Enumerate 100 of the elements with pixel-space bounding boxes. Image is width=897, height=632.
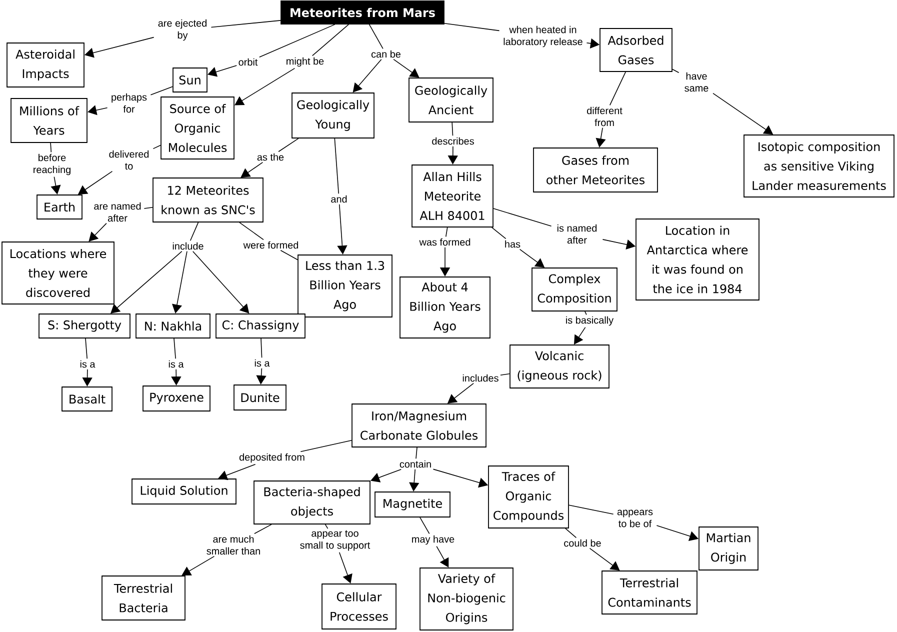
linking-phrase: orbit [238,58,258,66]
connector-line [444,23,500,32]
concept-box: Gases from other Meteorites [533,148,658,192]
connector-line [254,524,272,534]
connector-line [278,138,299,152]
concept-box: Traces of Organic Compounds [488,466,569,528]
connector-line [368,24,384,50]
linking-phrase: are much smaller than [206,535,260,555]
linking-phrase: as the [257,153,284,161]
concept-box: Geologically Ancient [408,78,494,122]
connector-line [609,72,626,106]
linking-phrase: could be [564,539,601,547]
concept-box: Terrestrial Bacteria [102,576,186,620]
connector-line [260,338,262,358]
concept-box: Earth [36,194,82,220]
connector-line [491,227,506,240]
connector-line [239,222,264,240]
linking-phrase: were formed [243,241,298,249]
concept-box: 12 Meteorites known as SNC's [152,178,264,222]
concept-box: Variety of Non-biogenic Origins [420,568,514,630]
concept-box: Terrestrial Contaminants [602,570,698,614]
concept-box: Bacteria-shaped objects [254,480,370,524]
concept-box: Location in Antarctica where it was found on the ice in 1984 [636,218,760,300]
linking-phrase: include [172,242,204,250]
linking-phrase: has [505,240,520,248]
connector-line [300,440,352,452]
concept-box: Liquid Solution [132,478,236,504]
connector-line [190,222,199,242]
connector-line [324,524,328,529]
concept-box: Locations where they were discovered [2,242,114,304]
connector-line [210,20,281,28]
connector-line [565,528,577,538]
concept-box: Dunite [234,384,286,410]
connector-line [85,338,88,360]
connector-line [312,24,350,56]
arrow [182,556,215,576]
linking-phrase: before reaching [34,154,70,176]
connector-line [259,24,336,58]
connector-line [584,311,587,316]
linking-phrase: is a [254,359,270,367]
concept-box: S: Shergotty [38,314,130,338]
linking-phrase: deposited from [239,453,304,463]
concept-box: Cellular Processes [322,584,396,630]
title-box: Meteorites from Mars [280,0,444,24]
linking-phrase: and [331,195,347,203]
connector-line [493,208,552,227]
linking-phrase: is named after [557,224,597,244]
linking-phrase: includes [462,374,498,382]
concept-box: N: Nakhla [136,314,210,338]
connector-line [500,373,510,376]
linking-phrase: are ejected by [158,19,206,41]
linking-phrase: have same [684,72,708,92]
connector-line [334,138,340,194]
concept-box: Martian Origin [698,526,758,570]
concept-box: Adsorbed Gases [600,28,672,72]
linking-phrase: is basically [566,316,614,326]
connector-line [445,227,448,238]
linking-phrase: is a [80,360,96,368]
concept-box: Source of Organic Molecules [160,96,234,160]
linking-phrase: describes [432,137,474,145]
concept-box: Iron/Magnesium Carbonate Globules [352,404,486,448]
concept-box: About 4 Billion Years Ago [400,276,490,338]
concept-box: Complex Composition [532,268,618,312]
concept-box: Allan Hills Meteorite ALH 84001 [412,164,494,228]
connector-line [452,122,454,136]
linking-phrase: contain [400,460,431,468]
connector-line [280,250,298,260]
linking-phrase: can be [371,50,400,58]
linking-phrase: perhaps for [112,93,147,113]
connector-line [672,68,680,74]
concept-box: Isotopic composition as sensitive Viking Lander measurements [744,134,894,198]
concept-box: C: Chassigny [216,314,306,338]
concept-box: Volcanic (igneous rock) [510,344,610,388]
connector-line [144,206,153,209]
linking-phrase: appear too small to support [300,530,370,551]
linking-phrase: delivered to [109,150,149,170]
concept-box: Millions of Years [10,98,88,143]
connector-line [568,504,614,515]
concept-box: Pyroxene [142,386,210,412]
connector-line [152,144,161,150]
linking-phrase: may have [412,535,454,545]
arrow [218,464,256,480]
concept-box: Magnetite [374,492,450,518]
linking-phrase: are named after [94,202,141,222]
connector-line [50,142,52,153]
concept-box: Asteroidal Impacts [6,42,84,88]
concept-box: Geologically Young [292,92,374,138]
linking-phrase: different from [587,106,622,126]
connector-line [416,447,418,460]
linking-phrase: is a [168,360,184,368]
connector-line [174,338,176,360]
connector-line [420,517,430,534]
concept-box: Less than 1.3 Billion Years Ago [298,254,392,318]
linking-phrase: might be [286,57,324,67]
linking-phrase: appears to be of [617,510,653,528]
linking-phrase: was formed [419,238,470,246]
linking-phrase: when heated in laboratory release [504,26,582,48]
concept-box: Basalt [62,386,112,412]
connector-line [150,86,173,96]
concept-box: Sun [172,68,208,92]
